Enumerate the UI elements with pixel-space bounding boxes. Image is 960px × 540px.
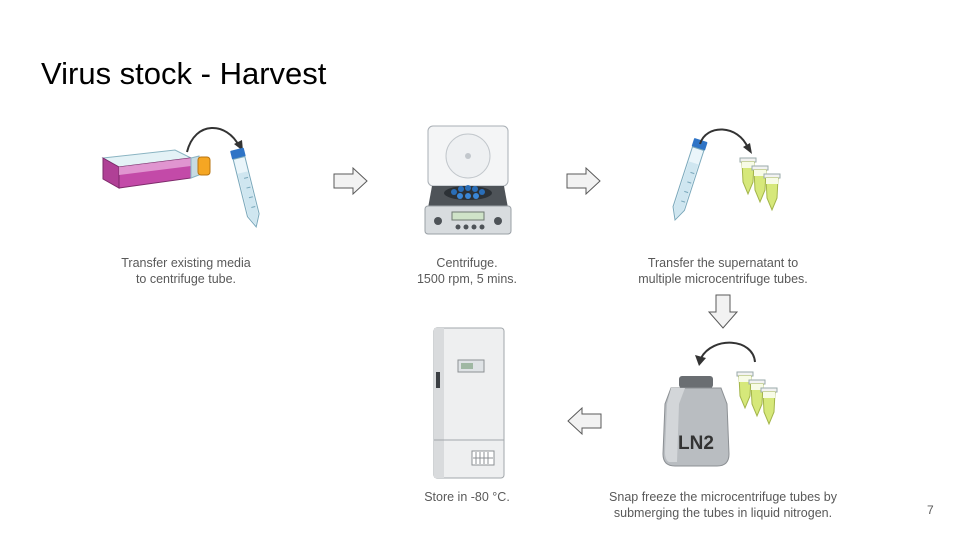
curved-arrow-icon [186, 127, 243, 153]
step-1-caption: Transfer existing media to centrifuge tu… [86, 255, 286, 287]
step-2-line2: 1500 rpm, 5 mins. [416, 272, 518, 286]
centrifuge-icon [424, 125, 512, 235]
arrow-left [567, 406, 602, 436]
dewar-icon: LN2 [662, 376, 730, 467]
freezer-icon [433, 327, 505, 479]
step-2-line1: Centrifuge. [436, 256, 498, 270]
slide-title: Virus stock - Harvest [41, 56, 327, 91]
step-3-line1: Transfer the supernatant to [647, 256, 799, 270]
arrow-down [707, 294, 739, 329]
centrifuge-tube-icon [672, 138, 708, 222]
step-4-caption: Snap freeze the microcentrifuge tubes by… [583, 489, 863, 521]
culture-flask-icon [101, 149, 211, 189]
step-4-line2: submerging the tubes in liquid nitrogen. [613, 506, 833, 520]
step-5-caption: Store in -80 °C. [387, 489, 547, 505]
dewar-label: LN2 [678, 433, 714, 454]
step-2-caption: Centrifuge. 1500 rpm, 5 mins. [367, 255, 567, 287]
step-4-line1: Snap freeze the microcentrifuge tubes by [609, 490, 837, 504]
step-1-line2: to centrifuge tube. [135, 272, 237, 286]
step-3-caption: Transfer the supernatant to multiple mic… [603, 255, 843, 287]
arrow-right-2 [566, 166, 601, 196]
step-1-line1: Transfer existing media [121, 256, 251, 270]
page-number: 7 [927, 503, 934, 517]
centrifuge-tube-icon [230, 147, 260, 228]
step-5-line1: Store in -80 °C. [424, 490, 510, 504]
microtubes-icon [736, 371, 778, 426]
curved-arrow-icon [695, 341, 756, 366]
flask-to-tube-illustration [101, 127, 260, 228]
microtubes-icon [739, 157, 781, 212]
curved-arrow-icon [699, 128, 752, 154]
ln2-dewar-illustration: LN2 [662, 341, 778, 467]
step-3-line2: multiple microcentrifuge tubes. [638, 272, 808, 286]
tube-to-microtubes-illustration [672, 128, 781, 222]
arrow-right-1 [333, 166, 368, 196]
